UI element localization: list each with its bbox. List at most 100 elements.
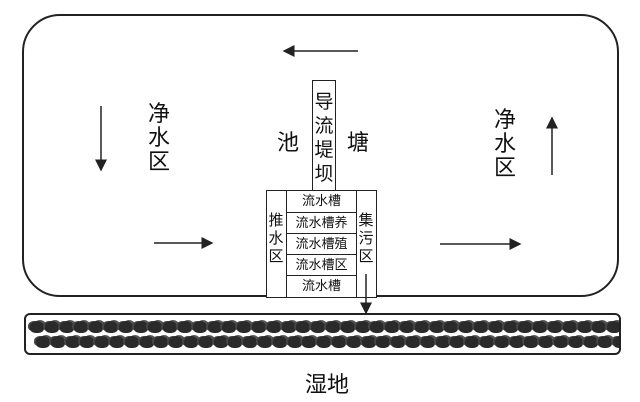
wetland-plant-icon [435, 336, 450, 348]
right-purification-zone-label: 净 水 区 [492, 109, 518, 181]
wetland-plant-icon [332, 336, 346, 348]
right-zone-char: 水 [493, 132, 516, 157]
channel-row: 流水槽 [287, 275, 356, 296]
wetland-plant-icon [346, 336, 361, 348]
wetland-plant-icon [252, 321, 266, 333]
collect-zone-char: 污 [358, 229, 374, 247]
wetland-plant-icon [74, 321, 89, 333]
wetland-plant-icon [110, 336, 124, 348]
left-zone-char: 净 [147, 102, 170, 127]
wetland-plant-icon [302, 336, 317, 348]
wetland-plant-icon [133, 321, 148, 333]
wetland-plant-icon [213, 336, 228, 348]
wetland-plant-icon [326, 321, 340, 333]
wetland-plant-icon [65, 336, 80, 348]
wetland-plant-icon [30, 321, 44, 333]
push-zone-char: 推 [268, 211, 284, 229]
wetland-plant-icon [568, 336, 583, 348]
wetland-plant-icon [533, 321, 548, 333]
dam-char: 堤 [314, 139, 334, 161]
wetland-plant-icon [104, 321, 118, 333]
wetland-plant-icon [80, 336, 95, 348]
wetland-plant-icon [311, 321, 326, 333]
left-zone-char: 水 [147, 126, 170, 151]
wetland-plant-icon [281, 321, 296, 333]
wetland-plant-icon [474, 321, 488, 333]
dam-char: 坝 [314, 163, 334, 185]
right-zone-char: 净 [493, 108, 516, 133]
wetland-plant-icon [192, 321, 207, 333]
wetland-plant-icon [480, 336, 494, 348]
wetland-plant-icon [391, 336, 406, 348]
push-zone-char: 水 [268, 229, 284, 247]
pond-label-left: 池 [277, 131, 300, 156]
wetland-plant-icon [429, 321, 444, 333]
wetland-plant-icon [494, 336, 509, 348]
wetland-plant-icon [340, 321, 355, 333]
wetland-plant-icon [465, 336, 480, 348]
wetland-plant-icon [272, 336, 287, 348]
wetland-plant-icon [124, 336, 139, 348]
wetland-plant-icon [361, 336, 376, 348]
wetland-plant-icon [178, 321, 192, 333]
wetland-plant-icon [287, 336, 302, 348]
raceway-channels: 流水槽 流水槽养 流水槽殖 流水槽区 流水槽 [286, 190, 357, 298]
wetland-plant-icon [613, 336, 619, 348]
wetland-plant-icon [518, 321, 533, 333]
wetland-plant-icon [44, 321, 59, 333]
wetland-plant-icon [524, 336, 539, 348]
wetland-plant-icon [554, 336, 568, 348]
wetland-plant-icon [243, 336, 258, 348]
wetland-plant-icon [607, 321, 619, 333]
wetland-plant-icon [400, 321, 414, 333]
wetland-plant-icon [385, 321, 400, 333]
wetland-plant-icon [414, 321, 429, 333]
wetland-plant-icon [592, 321, 607, 333]
wetland-plant-icon [222, 321, 237, 333]
wetland-plant-icon [577, 321, 592, 333]
dam-char: 流 [314, 115, 334, 137]
wetland-plant-icon [420, 336, 435, 348]
channel-row: 流水槽养 [287, 212, 356, 233]
wetland-plant-icon [95, 336, 110, 348]
push-water-zone: 推 水 区 [266, 190, 287, 298]
wetland-strip [24, 313, 621, 355]
wetland-plant-icon [228, 336, 243, 348]
guide-dam: 导 流 堤 坝 [312, 80, 336, 192]
wetland-plant-icon [118, 321, 133, 333]
dam-char: 导 [314, 91, 334, 113]
channel-row: 流水槽区 [287, 254, 356, 275]
wetland-plant-icon [459, 321, 474, 333]
wetland-plant-icon [184, 336, 198, 348]
wetland-plant-icon [562, 321, 577, 333]
wetland-plant-icon [539, 336, 554, 348]
wetland-plant-icon [598, 336, 613, 348]
collect-zone-char: 集 [358, 211, 374, 229]
left-purification-zone-label: 净 水 区 [146, 103, 172, 175]
wetland-plant-icon [36, 336, 50, 348]
push-zone-char: 区 [268, 247, 284, 265]
channel-row: 流水槽殖 [287, 233, 356, 254]
wetland-plant-icon [488, 321, 503, 333]
wetland-plant-icon [163, 321, 178, 333]
wetland-plant-icon [198, 336, 213, 348]
wetland-plant-icon [376, 336, 391, 348]
sewage-collection-zone: 集 污 区 [356, 190, 377, 298]
wetland-plant-icon [296, 321, 311, 333]
channel-row: 流水槽 [301, 194, 341, 209]
wetland-plant-icon [139, 336, 154, 348]
pond-label-right: 塘 [347, 131, 370, 156]
wetland-plant-icon [89, 321, 104, 333]
wetland-plant-icon [154, 336, 169, 348]
wetland-plant-icon [59, 321, 74, 333]
wetland-plant-icon [317, 336, 332, 348]
wetland-plant-icon [509, 336, 524, 348]
wetland-plant-icon [258, 336, 272, 348]
wetland-plant-icon [207, 321, 222, 333]
wetland-plant-icon [548, 321, 562, 333]
wetland-plant-icon [266, 321, 281, 333]
wetland-plant-icon [444, 321, 459, 333]
wetland-plant-icon [50, 336, 65, 348]
wetland-plant-icon [237, 321, 252, 333]
